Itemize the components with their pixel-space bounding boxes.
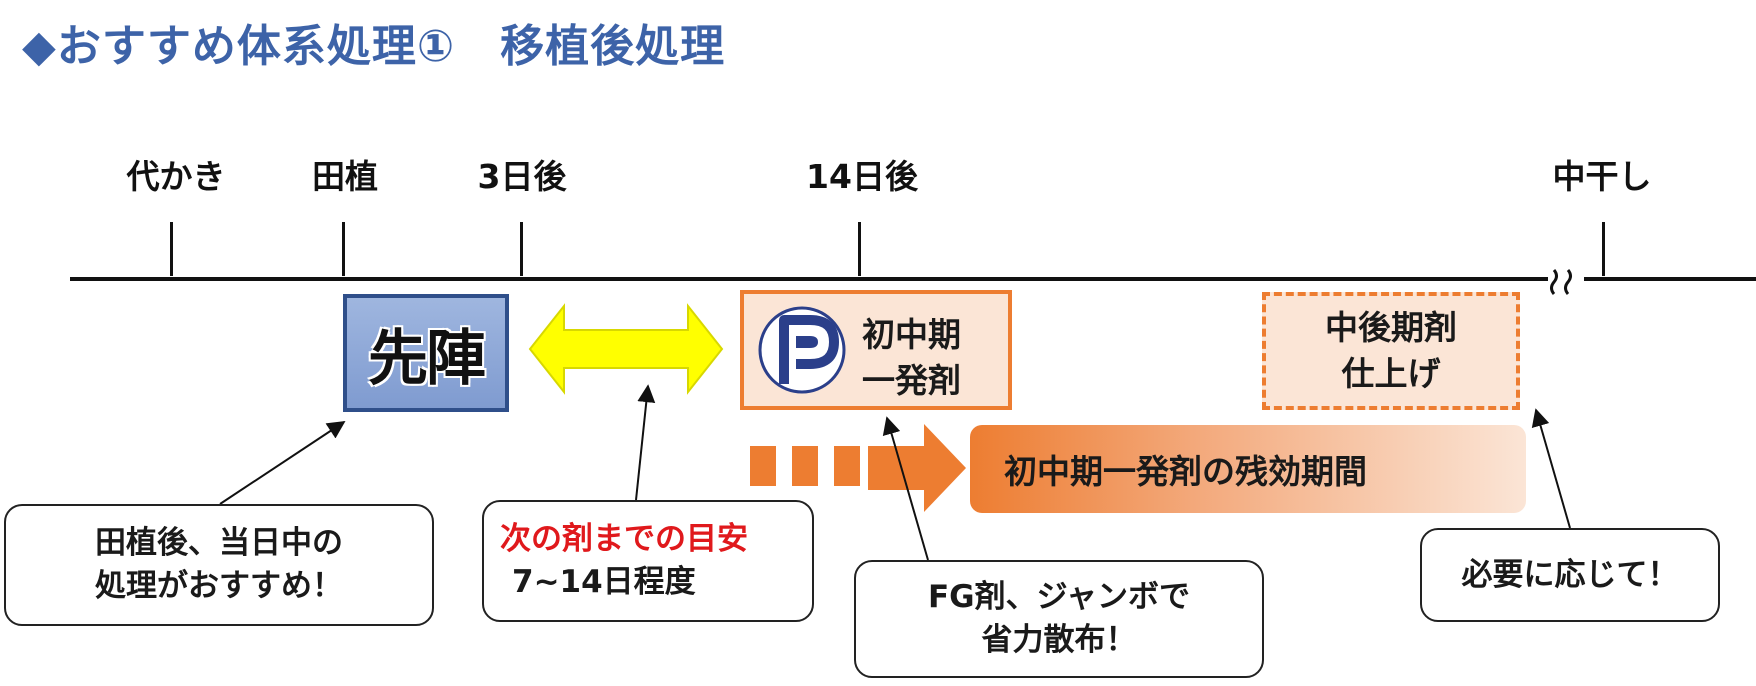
page-title: ◆おすすめ体系処理① 移植後処理: [22, 21, 726, 72]
timeline-label-14days: 14日後: [806, 157, 918, 196]
timeline-tick: [170, 222, 173, 276]
timeline-tick: [342, 222, 345, 276]
residual-period-bar: 初中期一発剤の残効期間: [970, 425, 1526, 513]
callout-as-needed: 必要に応じて！: [1420, 528, 1720, 622]
residual-dash: [792, 446, 818, 486]
timeline-label-nakaboshi: 中干し: [1552, 157, 1652, 196]
mid-late-label-line2: 仕上げ: [1341, 354, 1441, 393]
early-mid-herbicide-label: 初中期 一発剤: [862, 315, 961, 401]
callout-interval: 次の剤までの目安 7~14日程度: [482, 500, 814, 622]
timeline-tick: [1602, 222, 1605, 276]
mid-late-label-line1: 中後期剤: [1325, 307, 1457, 347]
timeline-label-3days: 3日後: [477, 157, 567, 196]
residual-dash: [750, 446, 776, 486]
double-arrow-icon: [528, 303, 724, 395]
residual-arrow-head: [868, 424, 966, 512]
wavy-break-icon: [1548, 269, 1584, 295]
callout-fg-jumbo: FG剤、ジャンボで 省力散布！: [854, 560, 1264, 678]
senjin-logo-text: 先陣: [368, 323, 486, 394]
callout-after-planting: 田植後、当日中の 処理がおすすめ！: [4, 504, 434, 626]
residual-dash: [834, 446, 860, 486]
early-mid-herbicide-box: 初中期 一発剤: [740, 290, 1012, 410]
mid-late-herbicide-box: 中後期剤 仕上げ: [1262, 292, 1520, 410]
timeline-tick: [520, 222, 523, 276]
timeline-label-shirokaki: 代かき: [126, 157, 226, 196]
timeline-tick: [858, 222, 861, 276]
p-logo-icon: [758, 306, 846, 394]
timeline-label-taue: 田植: [312, 157, 378, 196]
timeline-axis: [70, 277, 1756, 281]
senjin-product-box: 先陣: [343, 294, 509, 412]
